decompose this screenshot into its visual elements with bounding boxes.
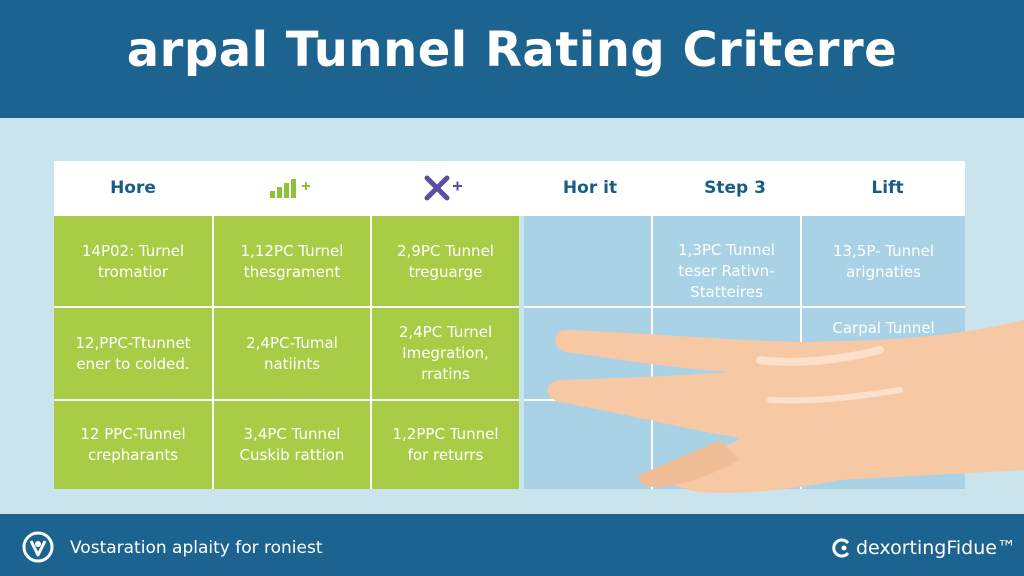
table-cell: 1,12PC Turnel thesgrament xyxy=(240,242,344,281)
green-section xyxy=(54,216,519,489)
column-header-bar-chart xyxy=(212,161,370,216)
grid-divider xyxy=(54,399,519,401)
table-cell: 2,4PC Turnel Imegration, rratins xyxy=(398,323,493,383)
column-header-x xyxy=(370,161,520,216)
column-header-lift: Lift xyxy=(871,178,904,198)
column-header-hor-it: Hor it xyxy=(562,178,618,198)
grid-divider xyxy=(370,216,372,489)
column-header-hore: Hore xyxy=(110,178,156,198)
bar-chart-plus-icon xyxy=(268,178,314,198)
brand-name: dexortingFidue™ xyxy=(856,537,1016,559)
table-cell: 2,9PC Tunnel treguarge xyxy=(397,242,494,281)
footer-tagline: Vostaration aplaity for roniest xyxy=(70,538,323,558)
table-cell: 2,4PC-Tumal natiints xyxy=(246,333,338,373)
grid-divider xyxy=(524,306,965,308)
table-header: Hore xyxy=(54,161,965,216)
page-title: arpal Tunnel Rating Criterre xyxy=(126,22,898,78)
x-plus-icon xyxy=(423,175,467,201)
table-cell: 13,5P- Tunnel arignaties xyxy=(832,242,935,281)
table-cell: 1,3PC Tunnel teser Rativn- Statteires xyxy=(678,240,775,301)
title-banner: arpal Tunnel Rating Criterre xyxy=(0,0,1024,118)
c-logo-icon xyxy=(832,538,850,558)
table-cell: 3,4PC Tunnel Cuskib rattion xyxy=(239,425,345,464)
grid-divider xyxy=(54,306,519,308)
table-cell: 12,PPC-Ttunnet ener to colded. xyxy=(75,333,191,373)
footer-bar: Vostaration aplaity for roniest dexortin… xyxy=(0,514,1024,576)
table-cell: 1,2PPC Tunnel for returrs xyxy=(392,425,499,464)
hand-illustration xyxy=(547,320,1024,493)
table-cell: 12 PPC-Tunnel crepharants xyxy=(80,425,186,464)
shield-check-icon xyxy=(22,531,54,563)
grid-divider xyxy=(212,216,214,489)
column-header-step-3: Step 3 xyxy=(704,178,766,198)
table-cell: 14P02: Turnel tromatior xyxy=(81,242,185,281)
